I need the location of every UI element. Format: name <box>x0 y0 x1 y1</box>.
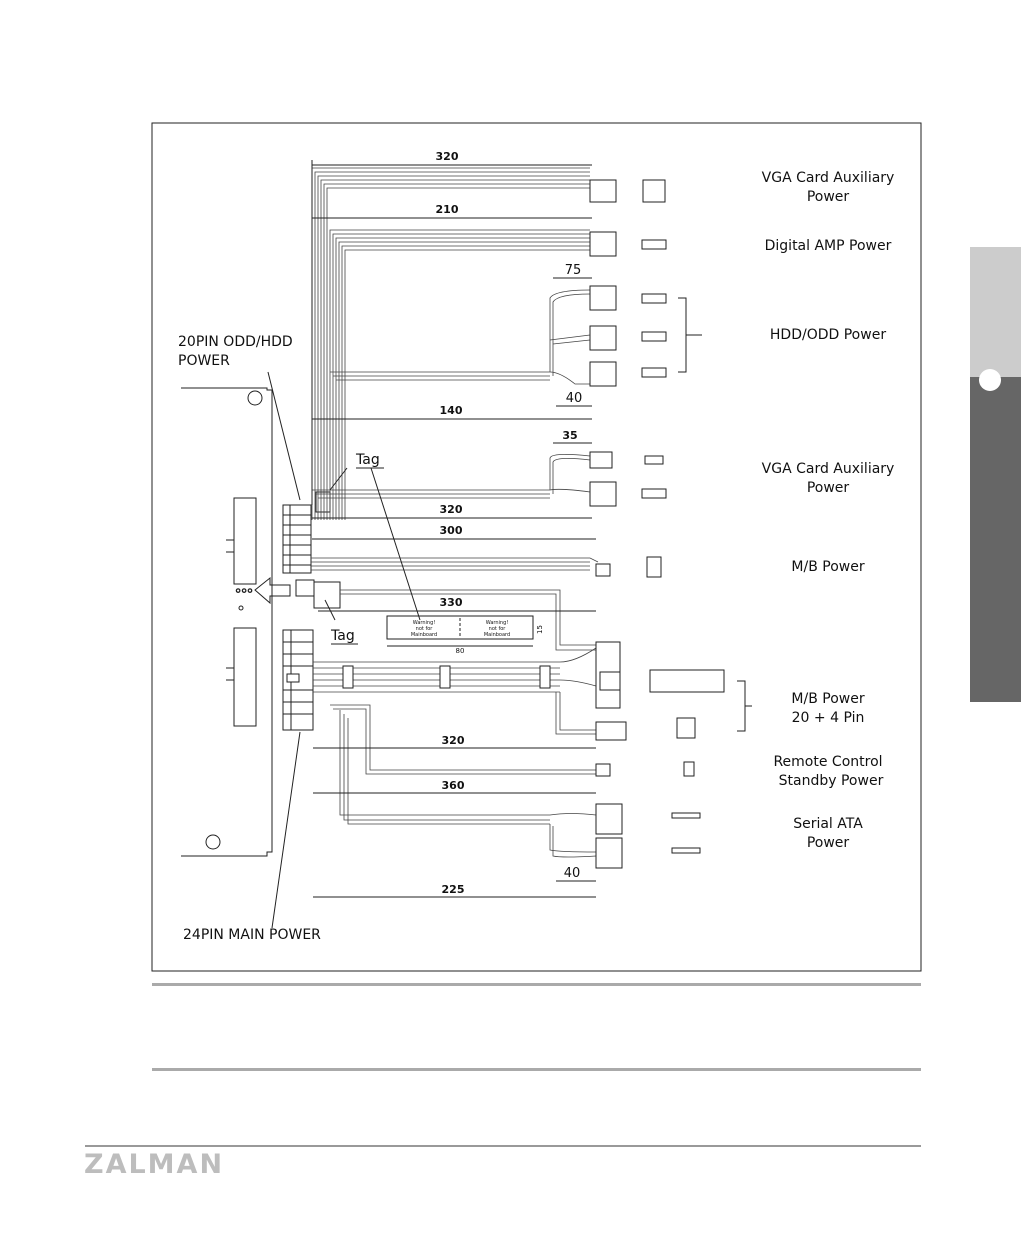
molex-icon <box>641 331 667 342</box>
sata-icon <box>671 847 701 854</box>
leader-lines <box>267 371 421 929</box>
sata-line2: Power <box>807 835 850 851</box>
dim-mb24: 330 <box>440 596 463 609</box>
vga-aux-1-line2: Power <box>807 189 850 205</box>
molex-icon <box>641 488 667 499</box>
atx-4pin-icon <box>646 556 662 578</box>
dim-amp: 210 <box>436 203 459 216</box>
remote-standby-line2: Standby Power <box>779 773 884 789</box>
dim-sata-gap: 40 <box>564 866 581 881</box>
top-rule <box>152 983 921 986</box>
atx-20pin-icon <box>649 669 725 693</box>
chapter-tab-dark <box>970 377 1021 702</box>
mb-bracket <box>737 680 752 732</box>
dim-vga2-split: 35 <box>562 429 577 442</box>
dim-sata-total: 225 <box>442 883 465 896</box>
vga-aux-1-line1: VGA Card Auxiliary <box>762 170 895 186</box>
mb-power-24-line1: M/B Power <box>791 691 864 707</box>
tag-left-line1: Warning! <box>413 620 436 626</box>
mb-power-24-line2: 20 + 4 Pin <box>792 710 865 726</box>
mb-power-label: M/B Power <box>791 559 864 575</box>
chapter-tab-light <box>970 247 1021 377</box>
tag-right-line3: Mainboard <box>484 632 510 638</box>
warning-tag-box <box>386 615 534 647</box>
odd-hdd-20pin-connector <box>282 491 341 609</box>
molex-icon <box>641 239 667 250</box>
main-24pin-connector <box>282 629 314 731</box>
tag-label-top: Tag <box>355 452 380 468</box>
remote-standby-line1: Remote Control <box>773 754 882 770</box>
odd-hdd-label-line2: POWER <box>178 353 230 369</box>
dim-vga1: 320 <box>436 150 459 163</box>
tag-left-line2: not for <box>416 626 434 632</box>
chapter-tab-dot <box>979 369 1001 391</box>
dim-vga2: 320 <box>440 503 463 516</box>
dim-remote: 320 <box>442 734 465 747</box>
tag-height-dim: 15 <box>536 625 544 634</box>
floppy-icon <box>644 455 664 465</box>
sata-icon <box>671 812 701 819</box>
pcie-6pin-icon <box>642 179 666 203</box>
zalman-logo: ZALMAN <box>84 1149 224 1180</box>
vga-aux-2-line1: VGA Card Auxiliary <box>762 461 895 477</box>
molex-icon <box>641 367 667 378</box>
psu-panel: ○ ○ ○ <box>181 387 291 857</box>
dim-hdd-total: 140 <box>440 404 463 417</box>
vga-aux-2-line2: Power <box>807 480 850 496</box>
tag-label-bottom: Tag <box>330 628 355 644</box>
digital-amp-label: Digital AMP Power <box>765 238 892 254</box>
tag-left-line3: Mainboard <box>411 632 437 638</box>
main-24pin-label: 24PIN MAIN POWER <box>183 927 321 943</box>
dim-hdd-gap: 40 <box>566 391 583 406</box>
hdd-odd-label: HDD/ODD Power <box>770 327 886 343</box>
dim-sata: 360 <box>442 779 465 792</box>
cable-clips <box>342 665 551 689</box>
bottom-rule <box>152 1068 921 1071</box>
dim-mb: 300 <box>440 524 463 537</box>
atx-4pin-aux-icon <box>676 717 696 739</box>
tag-right-line1: Warning! <box>486 620 509 626</box>
sata-line1: Serial ATA <box>793 816 863 832</box>
tag-width-dim: 80 <box>456 647 465 655</box>
tag-right-line2: not for <box>489 626 507 632</box>
dim-hdd-split: 75 <box>565 263 582 278</box>
svg-text:○ ○ ○: ○ ○ ○ <box>236 588 252 594</box>
odd-hdd-label-line1: 20PIN ODD/HDD <box>178 334 293 350</box>
standby-icon <box>683 761 695 777</box>
molex-icon <box>641 293 667 304</box>
connector-face-icons <box>641 179 725 854</box>
diagram-frame <box>151 122 922 972</box>
dimension-lines <box>311 160 596 898</box>
end-connectors <box>589 179 627 869</box>
hdd-bracket <box>678 297 702 373</box>
